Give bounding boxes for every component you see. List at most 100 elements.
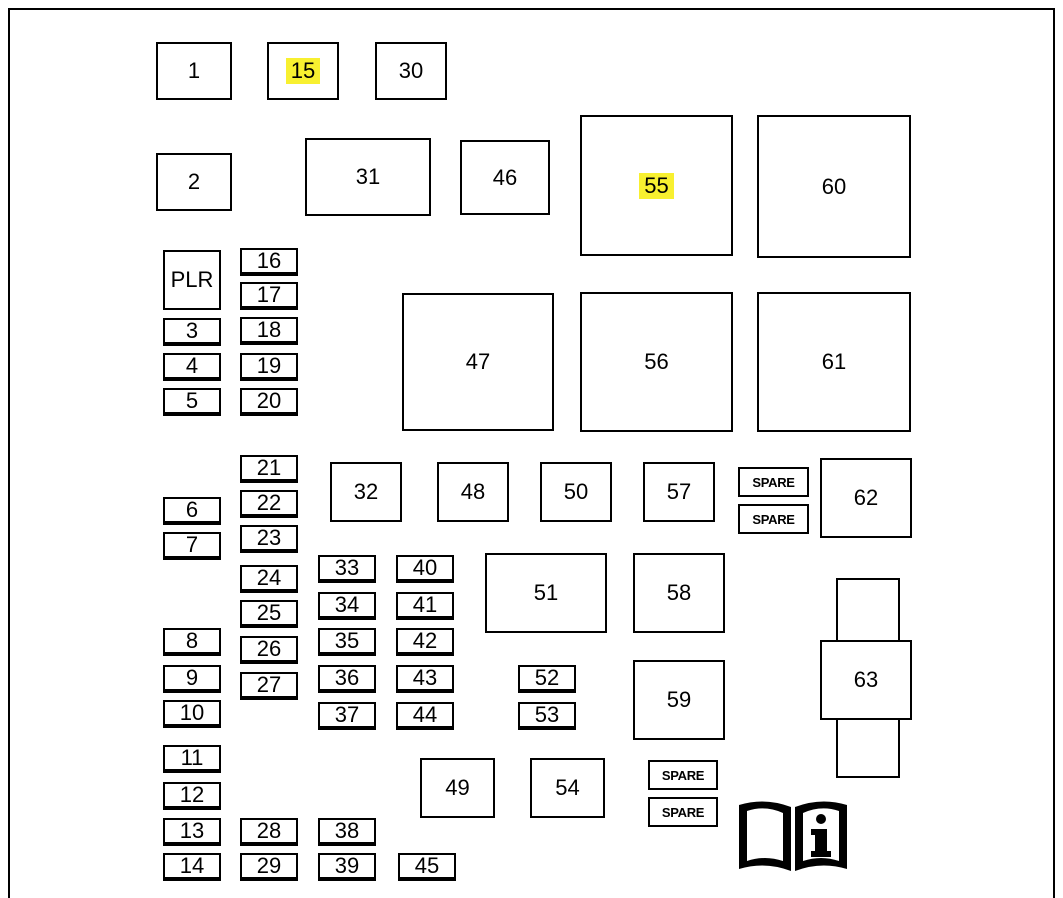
fuse-label: 44 — [412, 702, 438, 727]
fuse-label: 57 — [666, 479, 692, 504]
fuse-label: 6 — [185, 497, 199, 522]
fuse-18: 18 — [240, 317, 298, 345]
fuse-label: 13 — [179, 818, 205, 843]
fuse-label: 47 — [465, 349, 491, 374]
fuse-12: 12 — [163, 782, 221, 810]
fuse-label: 23 — [256, 525, 282, 550]
fuse-label: 4 — [185, 353, 199, 378]
fuse-15: 15 — [267, 42, 339, 100]
fuse-label: 61 — [821, 349, 847, 374]
fuse-39: 39 — [318, 853, 376, 881]
fuse-60: 60 — [757, 115, 911, 258]
fuse-label: SPARE — [752, 511, 795, 527]
fuse-label: 3 — [185, 318, 199, 343]
fuse-label: 58 — [666, 580, 692, 605]
fuse-label: 21 — [256, 455, 282, 480]
fuse-label: 40 — [412, 555, 438, 580]
fuse-label: 54 — [555, 775, 580, 800]
fuse-label: 31 — [355, 164, 381, 189]
fuse-11: 11 — [163, 745, 221, 773]
fuse-label: 27 — [256, 672, 282, 697]
fuse-48: 48 — [437, 462, 509, 522]
fuse-17: 17 — [240, 282, 298, 310]
fuse-32: 32 — [330, 462, 402, 522]
fuse-label: 25 — [256, 600, 282, 625]
fuse-5: 5 — [163, 388, 221, 416]
fuse-label: 12 — [179, 782, 205, 807]
fuse-40: 40 — [396, 555, 454, 583]
fuse-42: 42 — [396, 628, 454, 656]
fuse-26: 26 — [240, 636, 298, 664]
fuse-8: 8 — [163, 628, 221, 656]
fuse-label: 35 — [334, 628, 360, 653]
fuse-47: 47 — [402, 293, 554, 431]
fuse-label: 16 — [256, 248, 282, 273]
fuse-plr: PLR — [163, 250, 221, 310]
fuse-spare-2: SPARE — [738, 504, 809, 534]
fuse-label: 51 — [533, 580, 559, 605]
fuse-spare-3: SPARE — [648, 760, 718, 790]
fuse-label: PLR — [170, 267, 214, 292]
fuse-54: 54 — [530, 758, 605, 818]
fuse-43: 43 — [396, 665, 454, 693]
fuse-49: 49 — [420, 758, 495, 818]
fuse-45: 45 — [398, 853, 456, 881]
fuse-51: 51 — [485, 553, 607, 633]
fuse-label: 10 — [179, 700, 205, 725]
fuse-19: 19 — [240, 353, 298, 381]
fuse-52: 52 — [518, 665, 576, 693]
fuse-label: 45 — [414, 853, 440, 878]
fuse-21: 21 — [240, 455, 298, 483]
fuse-label: 50 — [563, 479, 589, 504]
fuse-label: 62 — [853, 485, 879, 510]
fuse-label: 1 — [187, 58, 201, 83]
fuse-label: 32 — [353, 479, 379, 504]
fuse-61: 61 — [757, 292, 911, 432]
fuse-label: 14 — [179, 853, 205, 878]
fuse-35: 35 — [318, 628, 376, 656]
fuse-label: SPARE — [661, 767, 705, 783]
fuse-label: 19 — [256, 353, 282, 378]
fuse-label: 39 — [334, 853, 360, 878]
fuse-label: 37 — [334, 702, 360, 727]
fuse-38: 38 — [318, 818, 376, 846]
fuse-label: 56 — [644, 349, 669, 374]
fuse-label: 9 — [185, 665, 199, 690]
fuse-44: 44 — [396, 702, 454, 730]
fuse-label: 24 — [256, 565, 282, 590]
fuse-34: 34 — [318, 592, 376, 620]
fuse-label: 11 — [180, 745, 204, 770]
fuse-56: 56 — [580, 292, 733, 432]
fuse-label: 20 — [256, 388, 282, 413]
fuse-label: 63 — [853, 667, 879, 692]
fuse-label: 7 — [185, 532, 199, 557]
fuse-label: 38 — [334, 818, 360, 843]
fuse-label: 18 — [256, 317, 282, 342]
fuse-label: 15 — [285, 58, 321, 84]
fuse-1: 1 — [156, 42, 232, 100]
fuse-label: 34 — [334, 592, 360, 617]
fuse-57: 57 — [643, 462, 715, 522]
fuse-3: 3 — [163, 318, 221, 346]
fuse-29: 29 — [240, 853, 298, 881]
fuse-36: 36 — [318, 665, 376, 693]
fuse-6: 6 — [163, 497, 221, 525]
fuse-label: 46 — [492, 164, 518, 190]
fuse-label: 48 — [460, 479, 486, 504]
fuse-20: 20 — [240, 388, 298, 416]
fuse-55: 55 — [580, 115, 733, 256]
fuse-label: 8 — [185, 628, 199, 653]
fuse-4: 4 — [163, 353, 221, 381]
fuse-63: 63 — [820, 640, 912, 720]
fuse-23: 23 — [240, 525, 298, 553]
fuse-label: 33 — [334, 555, 360, 580]
fuse-41: 41 — [396, 592, 454, 620]
fuse-label: 29 — [256, 853, 282, 878]
fuse-28: 28 — [240, 818, 298, 846]
fuse-label: 30 — [398, 58, 424, 83]
fuse-spare-1: SPARE — [738, 467, 809, 497]
fuse-27: 27 — [240, 672, 298, 700]
fuse-25: 25 — [240, 600, 298, 628]
fuse-label: 28 — [256, 818, 282, 843]
fuse-label: SPARE — [752, 474, 795, 490]
